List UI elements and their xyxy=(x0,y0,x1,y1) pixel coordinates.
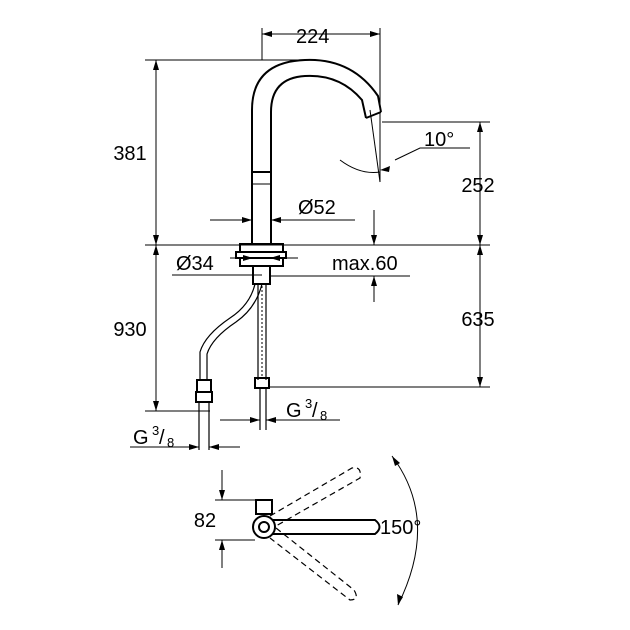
dim-thread-right: G 3 / 8 xyxy=(220,396,340,423)
label-thread-left-den: 8 xyxy=(167,435,174,450)
label-930: 930 xyxy=(113,319,146,341)
dim-thread-left: G 3 / 8 xyxy=(130,423,240,450)
lever-dashed-up xyxy=(269,467,361,527)
dim-lever-offset: 82 xyxy=(194,470,258,568)
lever-hub xyxy=(255,499,273,515)
faucet-body xyxy=(251,171,272,245)
dim-body-diameter: Ø52 xyxy=(210,197,355,223)
label-thread-left-g: G xyxy=(133,427,149,449)
dim-spout-angle: 10° xyxy=(339,109,470,183)
label-10deg: 10° xyxy=(424,129,454,151)
dim-max-counter: max.60 xyxy=(270,253,410,302)
label-224: 224 xyxy=(296,26,329,48)
dim-hose-left: 930 xyxy=(113,245,210,412)
label-381: 381 xyxy=(113,143,146,165)
dim-hose-right: 635 xyxy=(268,245,495,388)
label-thread-right-num: 3 xyxy=(305,396,312,411)
label-82: 82 xyxy=(194,510,216,532)
label-252: 252 xyxy=(461,175,494,197)
label-thread-right-g: G xyxy=(286,400,302,422)
spout-tip xyxy=(365,111,382,119)
left-hose xyxy=(195,283,263,450)
spout-outer xyxy=(251,58,382,172)
lever-solid xyxy=(272,519,381,535)
label-thread-left-slash: / xyxy=(159,427,165,449)
dim-total-height: 381 xyxy=(113,59,300,245)
dim-lever-swing: 150° xyxy=(380,455,421,606)
dim-spout-reach: 224 xyxy=(261,26,381,110)
label-thread-right-slash: / xyxy=(312,400,318,422)
spout-inner xyxy=(270,74,367,172)
faucet-top-view xyxy=(252,467,381,601)
label-d52: Ø52 xyxy=(298,197,336,219)
label-max60: max.60 xyxy=(332,253,398,275)
lever-dashed-down xyxy=(269,527,357,601)
faucet-side-view xyxy=(195,58,382,450)
label-150deg: 150° xyxy=(380,517,421,539)
dim-spout-height: 252 xyxy=(371,121,495,245)
label-thread-left-num: 3 xyxy=(152,423,159,438)
body-circle xyxy=(252,515,276,539)
label-635: 635 xyxy=(461,309,494,331)
right-hose xyxy=(254,284,270,430)
dim-hole-diameter: Ø34 xyxy=(172,253,298,276)
label-thread-right-den: 8 xyxy=(320,408,327,423)
label-d34: Ø34 xyxy=(176,253,214,275)
